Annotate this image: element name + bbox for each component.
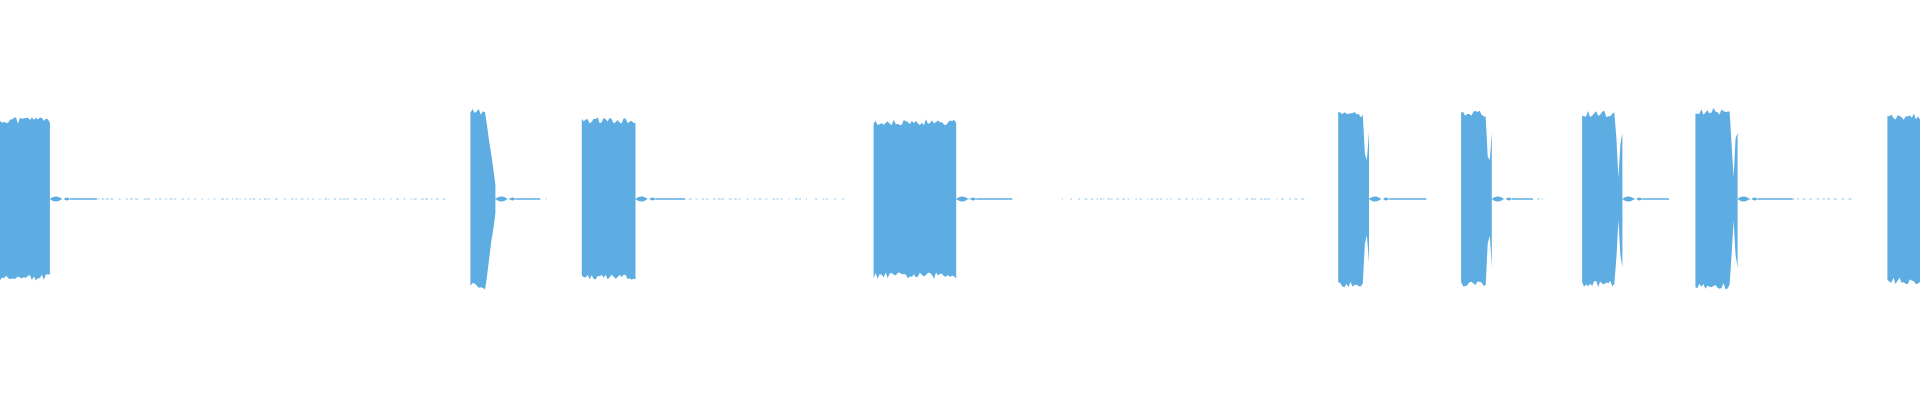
waveform-tail — [635, 196, 656, 202]
waveform-layer — [0, 107, 1920, 290]
waveform-tail — [495, 196, 516, 202]
waveform-tail — [1491, 196, 1512, 202]
waveform-tail — [956, 196, 977, 202]
waveform-segment — [0, 117, 50, 281]
waveform-tail — [49, 196, 70, 202]
waveform-segment — [1461, 110, 1492, 287]
waveform-segment — [470, 109, 496, 290]
waveform-segment — [1338, 112, 1369, 288]
waveform-segment — [873, 119, 957, 279]
waveform-segment — [1695, 107, 1738, 290]
waveform-tail — [1369, 196, 1389, 202]
waveform-segment — [581, 117, 636, 280]
waveform-segment — [1887, 113, 1920, 285]
waveform-tail — [1737, 196, 1758, 202]
waveform-tail — [1622, 196, 1643, 202]
waveform-segment — [1582, 110, 1623, 287]
